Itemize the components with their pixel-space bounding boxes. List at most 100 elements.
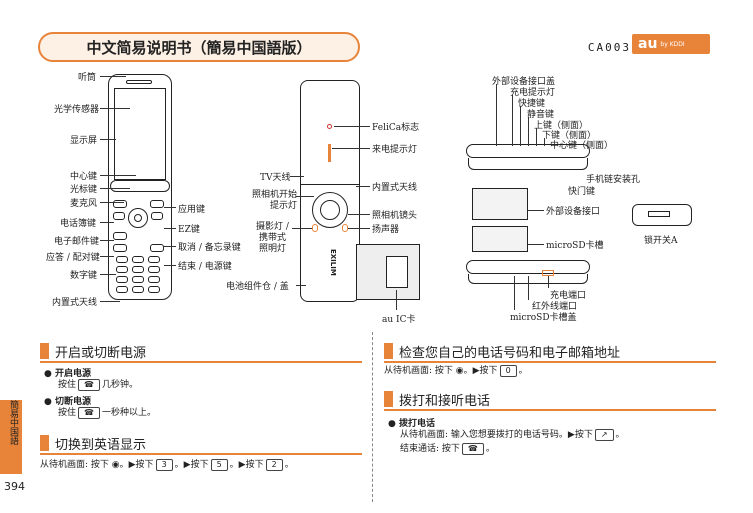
- lock-switch-slot: [648, 211, 670, 217]
- number-key: [132, 286, 144, 293]
- label-answer-key: 应答 / 配对键: [46, 253, 100, 263]
- column-divider: [372, 332, 373, 502]
- send-key: [113, 244, 127, 252]
- label-camera-light: 照相机开始 提示灯: [252, 190, 298, 211]
- camera-lens-inner: [320, 200, 340, 220]
- sidebar-label: 簡易中国語: [8, 400, 18, 445]
- label-display: 显示屏: [70, 136, 98, 146]
- label-email-key: 电子邮件键: [54, 237, 100, 247]
- number-key: [148, 286, 160, 293]
- end-key: [150, 244, 164, 252]
- label-felica: FeliCa标志: [372, 123, 420, 133]
- label-cancel-key: 取消 / 备忘录键: [178, 243, 241, 253]
- section-english-title: 切换到英语显示: [55, 437, 147, 453]
- label-au-ic: au IC卡: [382, 315, 416, 325]
- number-key: [148, 266, 160, 273]
- ext-port-inset: [472, 188, 528, 220]
- label-ext-port-cover: 外部设备接口盖: [492, 77, 556, 87]
- brand-name: au: [638, 36, 658, 52]
- lock-switch-illustration: [632, 204, 692, 226]
- brand-logo: au by KDDI: [632, 34, 710, 54]
- power-off-label: ● 切断电源: [44, 397, 92, 407]
- page-number: 394: [4, 480, 25, 493]
- number-key: [148, 276, 160, 283]
- label-battery: 电池组件仓 / 盖: [226, 282, 289, 292]
- label-charge-light: 充电提示灯: [510, 88, 556, 98]
- number-key: [148, 256, 160, 263]
- power-off-text: 按住☎一秒种以上。: [58, 407, 156, 419]
- label-microphone: 麦克风: [70, 199, 98, 209]
- calls-item-label: ● 拨打电话: [388, 419, 436, 429]
- label-ir-port: 红外线端口: [532, 302, 578, 312]
- label-up-key: 上键（侧面）: [534, 121, 589, 131]
- label-tv-antenna: TV天线: [260, 173, 291, 183]
- label-end-key: 结束 / 电源键: [178, 262, 232, 272]
- exilim-logo: EXILIM: [329, 248, 337, 276]
- calls-line1: 从待机画面: 输入您想要拨打的电话号码。▶按下↗。: [400, 429, 625, 441]
- page-title-box: 中文简易说明书（簡易中国語版）: [38, 32, 360, 62]
- label-microsd-cover: microSD卡槽盖: [510, 313, 577, 323]
- number-key: [116, 276, 128, 283]
- label-app-key: 应用键: [178, 205, 206, 215]
- center-key-icon: ◉: [455, 366, 464, 376]
- label-silent-key: 静音键: [527, 110, 555, 120]
- number-key: [132, 266, 144, 273]
- label-incoming-light: 来电提示灯: [372, 145, 418, 155]
- model-number: CA003: [587, 41, 631, 54]
- label-strap-hole: 手机链安装孔: [586, 175, 641, 185]
- sidebar-tab: [0, 400, 22, 474]
- label-number-keys: 数字键: [70, 271, 98, 281]
- photo-light: [312, 224, 318, 232]
- key-0: 0: [499, 365, 517, 377]
- closed-phone-illustration: [300, 80, 360, 302]
- hinge-line: [300, 184, 360, 185]
- calls-line2: 结束通话: 按下☎。: [400, 443, 495, 455]
- label-inner-antenna: 内置式天线: [52, 298, 98, 308]
- speaker: [342, 224, 348, 232]
- felica-mark: [327, 124, 332, 129]
- label-microsd-slot: microSD卡槽: [546, 241, 604, 251]
- end-key-icon: ☎: [461, 443, 484, 455]
- page-title: 中文简易说明书（簡易中国語版）: [86, 38, 312, 57]
- side-phone-bottom-view: [466, 260, 590, 274]
- display-screen: [114, 88, 166, 180]
- label-ez-key: EZ键: [178, 225, 200, 235]
- end-key-icon: ☎: [78, 407, 100, 419]
- microsd-inset: [472, 226, 528, 252]
- section-check-heading: 检查您自己的电话号码和电子邮箱地址: [384, 342, 621, 361]
- label-down-key: 下键（侧面）: [542, 131, 597, 141]
- label-cursor-key: 光标键: [70, 185, 98, 195]
- label-center-side-key: 中心键（侧面）: [550, 141, 614, 151]
- label-shortcut-key: 快捷键: [518, 99, 546, 109]
- au-ic-card: [386, 256, 408, 288]
- section-english-heading: 切换到英语显示: [40, 434, 147, 453]
- key-2: 2: [265, 459, 283, 471]
- number-key: [116, 286, 128, 293]
- label-phonebook-key: 电话簿键: [60, 219, 97, 229]
- section-power-title: 开启或切断电源: [55, 345, 147, 361]
- section-check-title: 检查您自己的电话号码和电子邮箱地址: [399, 345, 621, 361]
- number-key: [132, 256, 144, 263]
- label-mid-inner-antenna: 内置式天线: [372, 183, 418, 193]
- send-key-icon: ↗: [594, 429, 614, 441]
- label-ext-port: 外部设备接口: [546, 207, 601, 217]
- key-5: 5: [210, 459, 228, 471]
- brand-sub: by KDDI: [660, 40, 685, 48]
- power-on-label: ● 开启电源: [44, 369, 92, 379]
- camera-lens-icon: [312, 192, 348, 228]
- incoming-light: [328, 144, 331, 162]
- label-charge-terminal: 充电端口: [550, 291, 587, 301]
- hinge: [110, 180, 170, 192]
- label-camera-lens: 照相机镜头: [372, 211, 418, 221]
- app-key: [113, 200, 127, 208]
- section-calls-heading: 拨打和接听电话: [384, 390, 490, 409]
- email-key: [113, 232, 127, 240]
- number-key: [116, 256, 128, 263]
- key-3: 3: [155, 459, 173, 471]
- end-key-icon: ☎: [78, 379, 100, 391]
- center-key-icon: ◉: [111, 460, 120, 470]
- label-lock-switch: 锁开关A: [644, 236, 678, 246]
- center-key-icon: [128, 208, 148, 228]
